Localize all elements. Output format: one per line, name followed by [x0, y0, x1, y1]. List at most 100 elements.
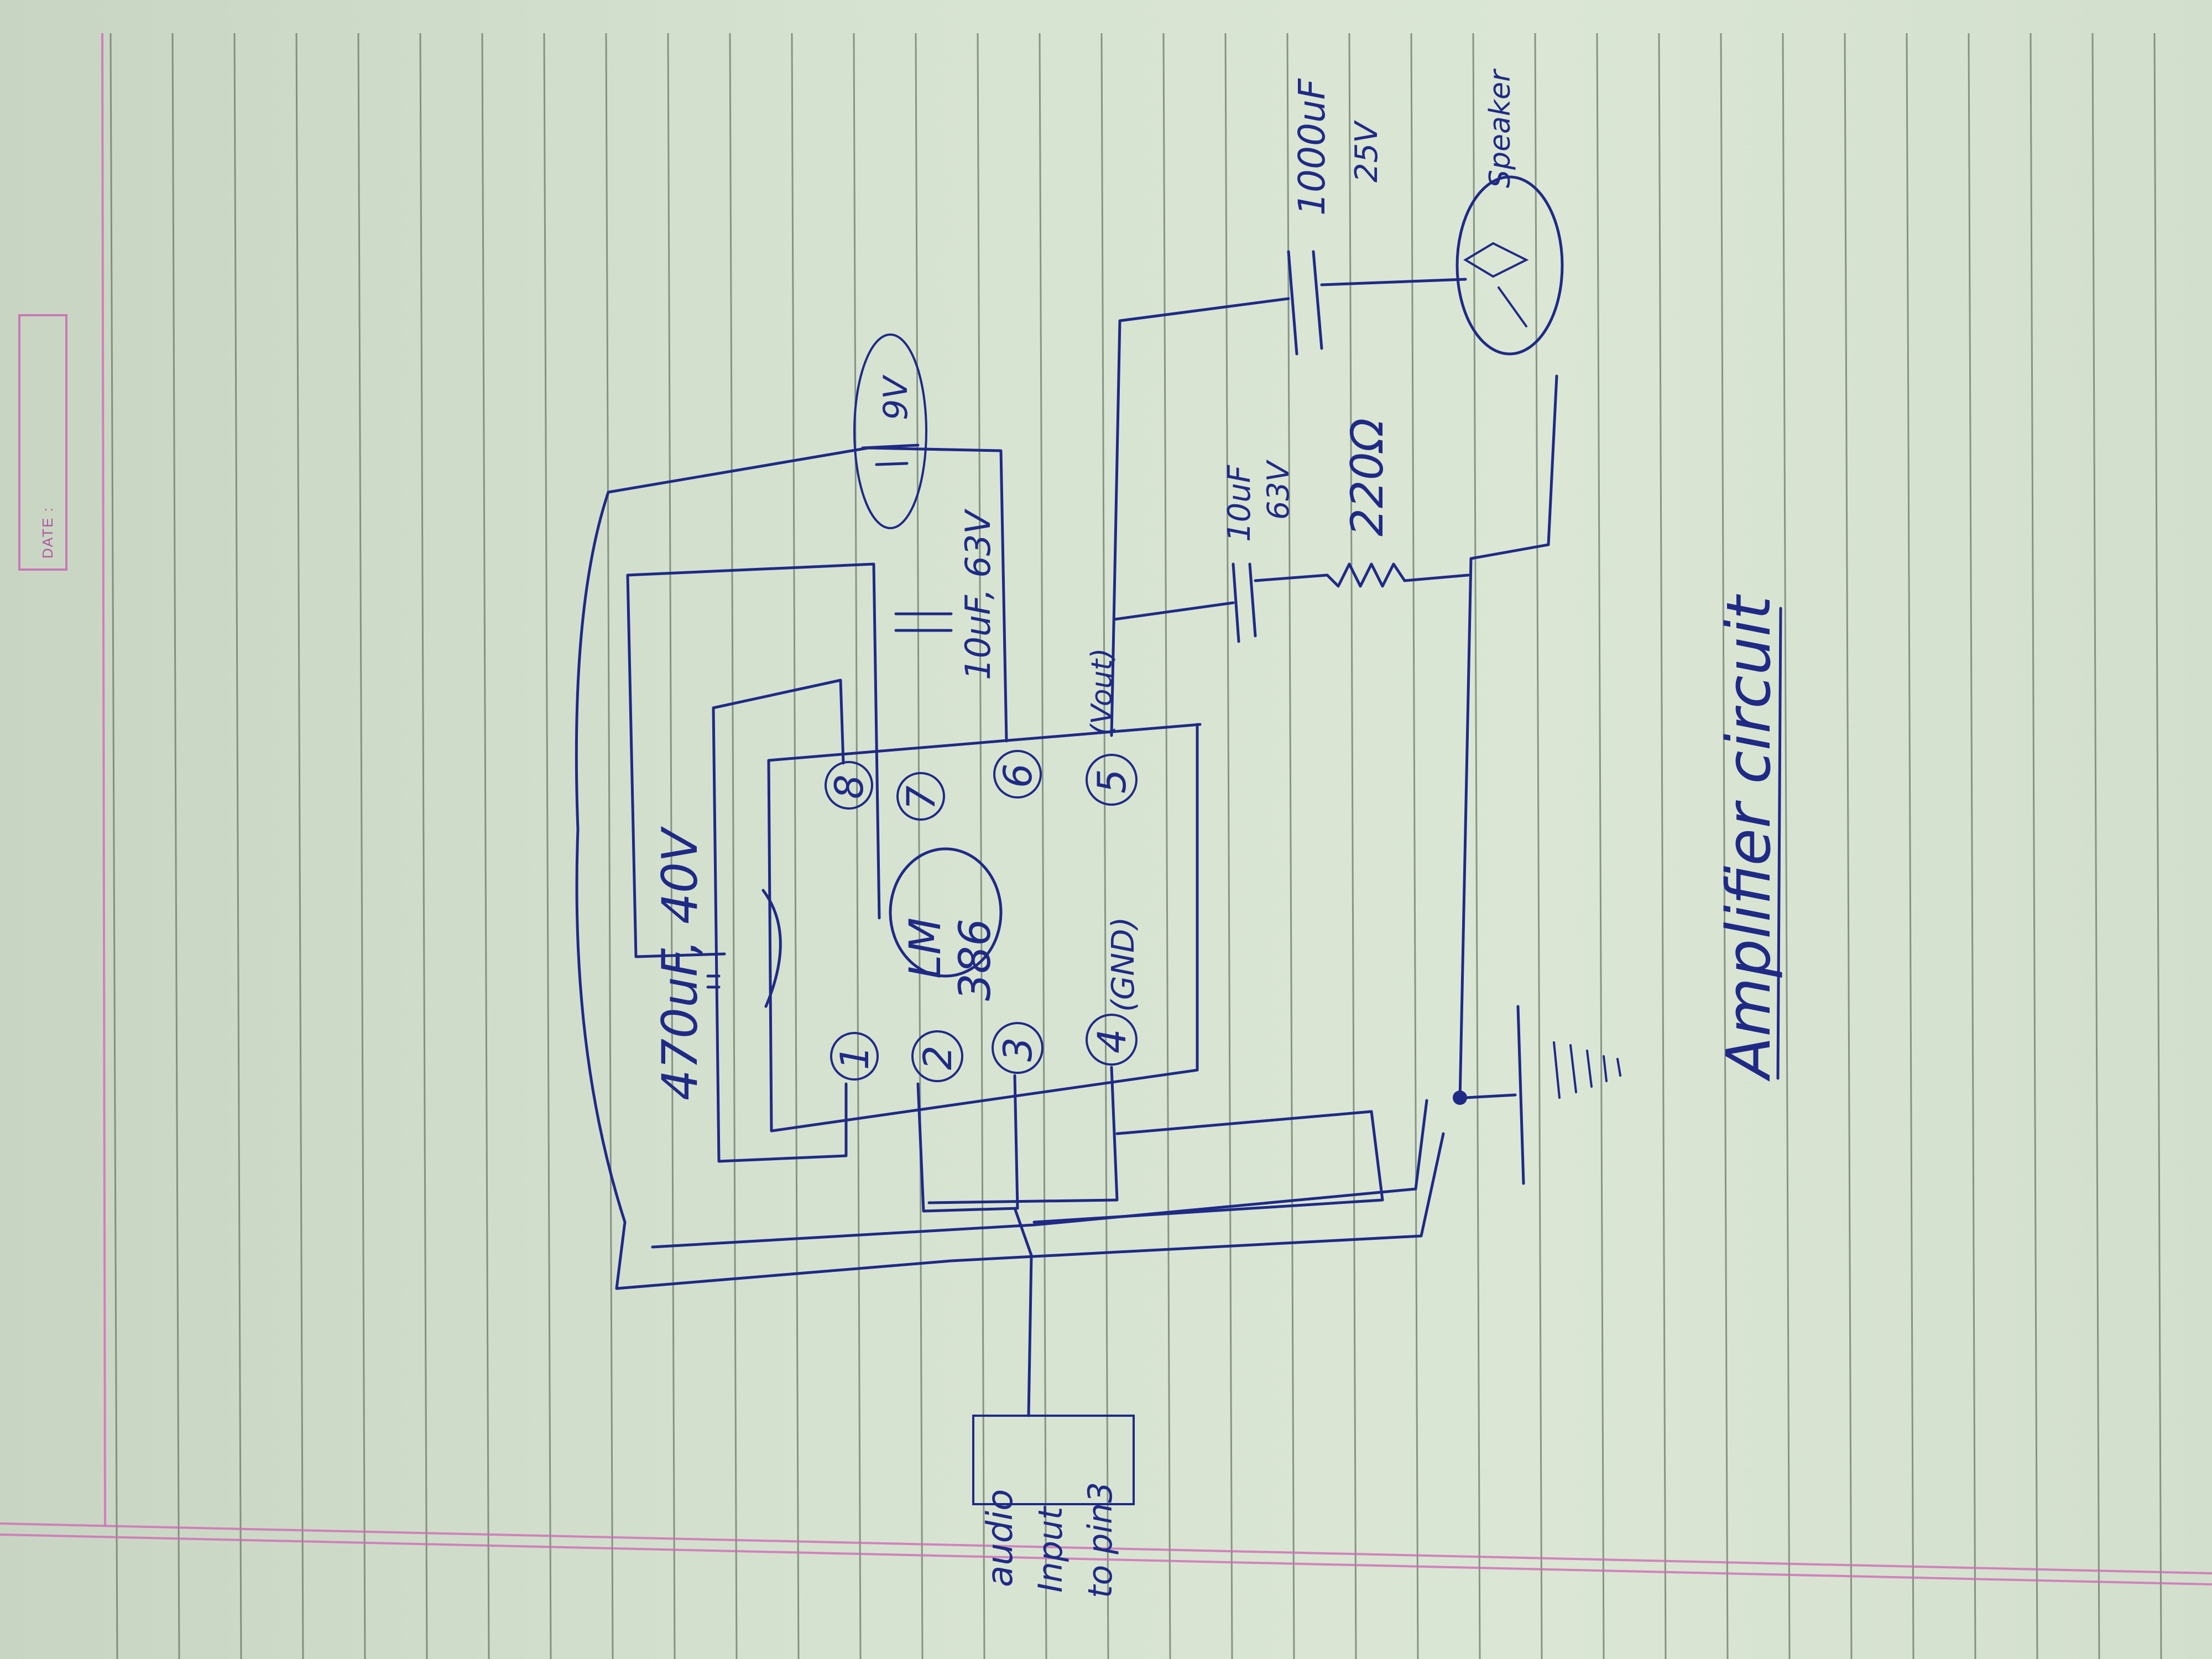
- wire-outer-return: [575, 491, 1445, 1290]
- ic-label-circle: [889, 847, 1003, 978]
- ruled-line: [1410, 33, 1419, 1659]
- wires: [575, 278, 1558, 1417]
- ruled-line: [1596, 33, 1605, 1659]
- ruled-line: [1162, 33, 1171, 1659]
- ic-part: 386: [951, 919, 1000, 1001]
- cap-10out-plate-2: [1248, 562, 1257, 638]
- ruled-line: [729, 33, 738, 1659]
- wire-pin2-pin3: [916, 1074, 1019, 1213]
- ruled-lines: [109, 33, 2162, 1659]
- battery-9v: 9V: [853, 333, 927, 529]
- ruled-line: [1906, 33, 1914, 1659]
- ground-hatch-4: [1603, 1055, 1608, 1082]
- margin-line: [0, 1522, 2212, 1574]
- input-note-line3: to pin3: [1081, 1482, 1120, 1598]
- ruled-line: [357, 33, 366, 1659]
- ruled-line: [667, 33, 676, 1659]
- wire-pin1-pin8-loop: [712, 679, 848, 1163]
- ruled-line: [109, 33, 118, 1659]
- ground-junction: [1453, 1091, 1467, 1105]
- pin-8-label: 8: [827, 774, 872, 799]
- margin-line-2: [0, 1533, 2212, 1585]
- wire-pin4-gnd: [1032, 1110, 1384, 1224]
- ground-hatch-1: [1553, 1041, 1561, 1099]
- ruled-line: [2153, 33, 2162, 1659]
- pin-4-note: (GND): [1105, 917, 1141, 1012]
- cap-1000-plate-2: [1312, 250, 1323, 350]
- ruled-line: [171, 33, 180, 1659]
- ruled-line: [853, 33, 862, 1659]
- pin-5-label: 5: [1089, 769, 1135, 794]
- pin-1-circle: [830, 1032, 879, 1081]
- audio-input-note: audio Input to pin3: [972, 1415, 1135, 1598]
- diagram-title: Amplifier circuit: [1713, 594, 1784, 1082]
- ic-outline: [767, 723, 1202, 1133]
- cap-1000-voltage: 25V: [1349, 120, 1385, 182]
- pin-2-label: 2: [915, 1045, 961, 1070]
- ground-symbol: [1464, 1005, 1621, 1185]
- date-label: DATE :: [39, 507, 56, 559]
- ruled-line: [2030, 33, 2038, 1659]
- ic-name: LM: [901, 917, 951, 979]
- cap-1000-plate-1: [1287, 250, 1298, 356]
- pin-1: 1: [830, 1032, 879, 1081]
- speaker-lead: [1498, 286, 1527, 327]
- wire-pin4-down: [927, 1066, 1119, 1204]
- ruled-line: [915, 33, 924, 1659]
- ruled-line: [1286, 33, 1295, 1659]
- pin-4: 4 (GND): [1086, 917, 1141, 1066]
- cap-1000-value: 1000uF: [1291, 78, 1333, 216]
- wire-gnd-bus: [651, 1099, 1428, 1249]
- ruled-line: [295, 33, 304, 1659]
- ground-hatch-2: [1569, 1044, 1577, 1093]
- pin-1-label: 1: [832, 1045, 878, 1070]
- ruled-line: [1658, 33, 1667, 1659]
- pin-7-label: 7: [899, 785, 944, 810]
- ruled-line: [233, 33, 242, 1659]
- pin-6: 6: [993, 750, 1042, 799]
- cap-10out-voltage: 63V: [1261, 459, 1296, 520]
- ground-hatch-3: [1586, 1050, 1593, 1088]
- input-note-box: [972, 1415, 1135, 1505]
- wire-cap10-res: [1254, 573, 1329, 582]
- pin-5-circle: [1086, 754, 1138, 806]
- wire-470uf-loop: [626, 562, 881, 958]
- pin-4-label: 4: [1089, 1029, 1135, 1053]
- cap-10out-value: 10uF: [1222, 465, 1258, 542]
- speaker-cone-icon: [1463, 242, 1529, 278]
- ruled-line: [791, 33, 800, 1659]
- ground-bar: [1516, 1005, 1525, 1185]
- pin-3-label: 3: [995, 1037, 1041, 1062]
- ruled-line: [1720, 33, 1729, 1659]
- battery-circle: [853, 333, 927, 529]
- header-margin-line: [101, 33, 106, 1527]
- input-note-line1: audio: [980, 1489, 1021, 1587]
- ruled-line: [2091, 33, 2100, 1659]
- resistor-label: 220Ω: [1342, 418, 1393, 536]
- ruled-line: [1782, 33, 1791, 1659]
- ruled-line: [1968, 33, 1976, 1659]
- pin-3-circle: [992, 1022, 1044, 1074]
- ruled-line: [1348, 33, 1357, 1659]
- battery-label: 9V: [877, 374, 915, 420]
- wire-ground-rail: [1458, 374, 1558, 1102]
- ruled-line: [543, 33, 552, 1659]
- wire-9v-pin6: [607, 446, 1008, 743]
- ruled-line: [605, 33, 614, 1659]
- ruled-line: [977, 33, 985, 1659]
- capacitor-1000uf: 1000uF 25V: [1287, 78, 1385, 356]
- date-box: [18, 314, 67, 571]
- ruled-line: [419, 33, 428, 1659]
- wire-vout: [1110, 297, 1290, 737]
- ruled-line: [1472, 33, 1481, 1659]
- cap-470-label: 470uF, 40V: [651, 826, 708, 1100]
- wire-vout-cap10: [1113, 601, 1235, 621]
- pin-4-circle: [1086, 1014, 1138, 1066]
- ruled-line: [481, 33, 490, 1659]
- pin-6-label: 6: [995, 763, 1041, 788]
- capacitor-470uf: 470uF, 40V: [651, 826, 721, 1100]
- speaker: Speaker: [1455, 68, 1564, 356]
- capacitor-10uf-top: 10uF, 63V: [894, 508, 998, 680]
